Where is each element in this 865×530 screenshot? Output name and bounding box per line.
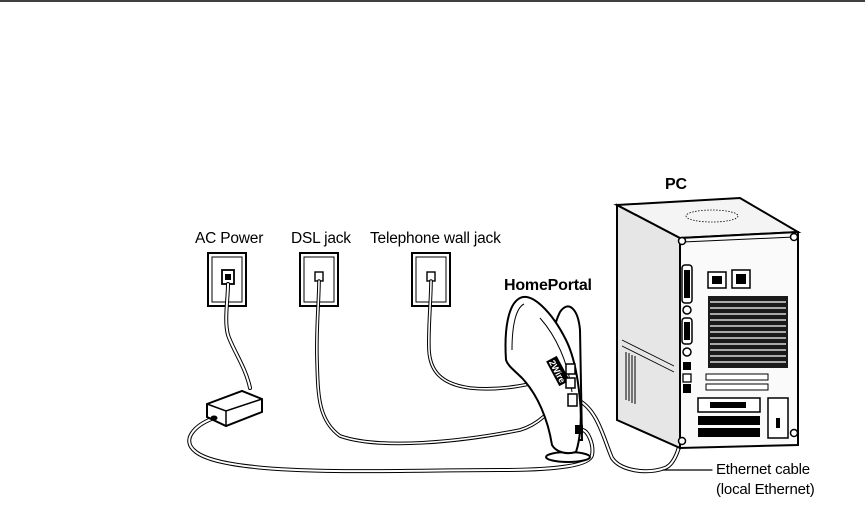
local-ethernet-label: (local Ethernet) xyxy=(716,481,815,498)
homeportal-device: 2Wire xyxy=(506,297,590,462)
pc-label: PC xyxy=(665,176,687,194)
ac-power-label: AC Power xyxy=(195,230,263,248)
pc-tower xyxy=(617,198,798,448)
ethernet-cable-label: Ethernet cable xyxy=(716,461,810,478)
dsl-jack-label: DSL jack xyxy=(291,230,351,248)
power-adapter xyxy=(207,391,262,426)
telephone-wall-jack-label: Telephone wall jack xyxy=(370,230,501,248)
homeportal-label: HomePortal xyxy=(504,277,592,295)
